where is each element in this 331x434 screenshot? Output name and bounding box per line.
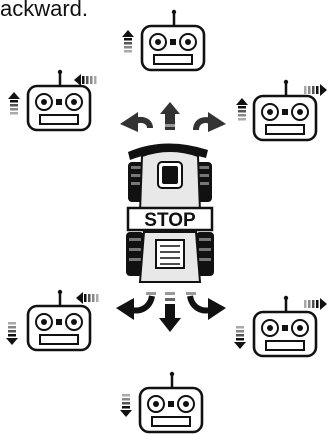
stop-label: STOP (144, 210, 196, 231)
motion-up-icon (236, 98, 248, 121)
remote-forward-left (8, 70, 97, 130)
rc-car: STOP (126, 143, 214, 282)
car-arrow-forward-right (196, 112, 226, 132)
car-arrow-forward (160, 102, 180, 130)
motion-down-icon (6, 322, 18, 345)
motion-left-icon (76, 292, 99, 304)
remote-backward-left (6, 290, 99, 350)
remote-forward-right (236, 80, 327, 140)
car-arrow-backward-left (116, 292, 156, 320)
motion-right-icon (304, 298, 327, 310)
remote-backward (120, 372, 202, 432)
motion-down-icon (234, 326, 246, 349)
remote-backward-right (234, 296, 327, 356)
car-arrow-backward-right (186, 292, 226, 320)
motion-down-icon (120, 394, 132, 417)
motion-up-icon (122, 30, 134, 53)
car-arrow-backward (159, 292, 181, 332)
car-arrow-forward-left (120, 112, 150, 132)
motion-up-icon (8, 92, 20, 115)
motion-right-icon (304, 84, 327, 96)
remote-forward (122, 10, 204, 70)
motion-left-icon (74, 74, 97, 86)
